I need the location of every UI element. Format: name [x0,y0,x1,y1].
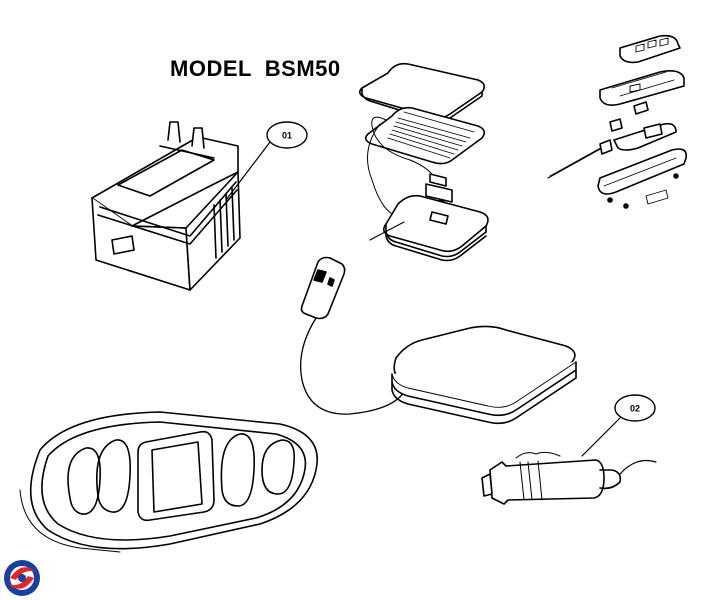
oval-holder-tray [19,411,318,553]
callout-02 [581,394,656,457]
callout-01 [225,121,308,201]
brand-logo [4,560,40,596]
car-adapter [481,451,657,505]
assembled-heater-with-remote [299,256,577,425]
callout-02-label: 02 [630,404,640,414]
exploded-remote-control [547,34,688,209]
exploded-heater-pad [358,62,489,262]
ac-adapter [91,121,241,291]
model-title: MODEL BSM50 [170,56,341,81]
callout-01-label: 01 [282,131,292,141]
